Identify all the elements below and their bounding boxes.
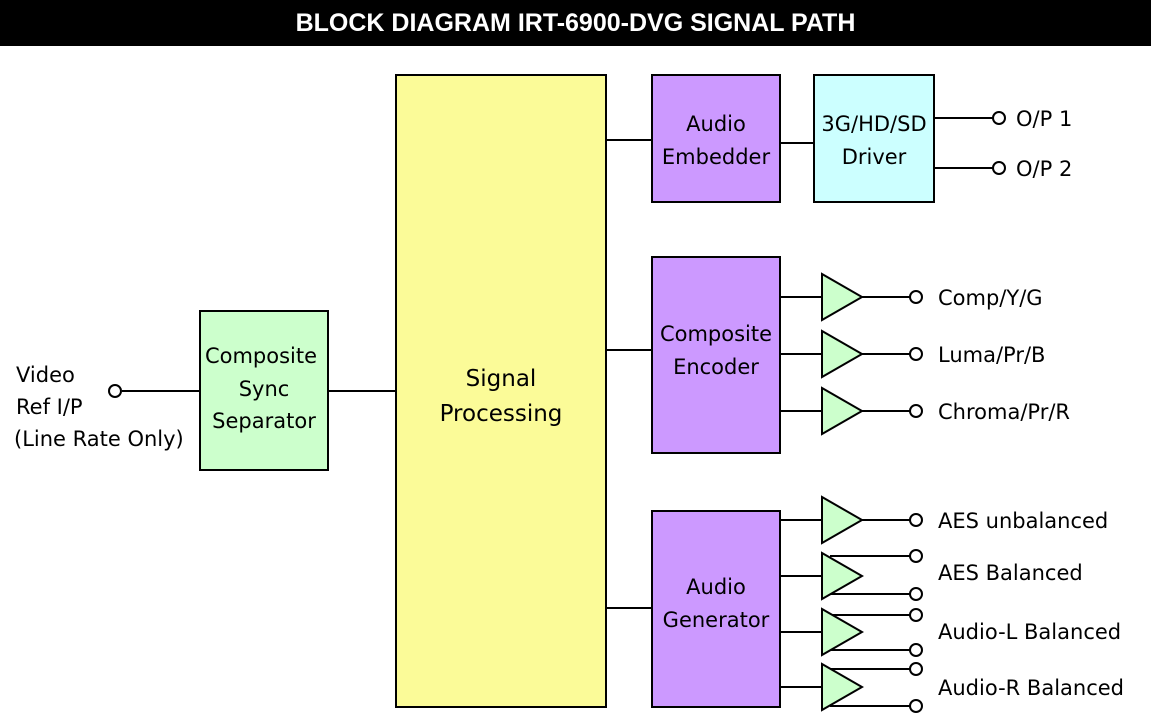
amplifier-icon xyxy=(821,551,865,601)
signal-processing-label-2: Processing xyxy=(440,401,563,427)
audio-generator-block xyxy=(651,510,781,708)
output-label-audio-l: Audio-L Balanced xyxy=(938,620,1121,644)
output-label-chroma: Chroma/Pr/R xyxy=(938,400,1070,424)
output-label-op1: O/P 1 xyxy=(1016,107,1072,131)
amplifier-icon xyxy=(821,607,865,657)
audio-r-terminal-a xyxy=(909,662,923,676)
amplifier-icon xyxy=(821,329,865,379)
luma-terminal xyxy=(909,347,923,361)
output-label-audio-r: Audio-R Balanced xyxy=(938,676,1124,700)
driver-block xyxy=(813,74,935,203)
driver-label-2: Driver xyxy=(842,145,907,169)
comp-terminal xyxy=(909,290,923,304)
output-label-aes-balanced: AES Balanced xyxy=(938,561,1083,585)
driver-label-1: 3G/HD/SD xyxy=(821,112,926,136)
input-label-line1: Video xyxy=(16,363,75,387)
sync-separator-label-3: Separator xyxy=(212,409,316,433)
audio-embedder-label-2: Embedder xyxy=(662,145,771,169)
signal-processing-label-1: Signal xyxy=(466,366,537,392)
composite-encoder-block xyxy=(651,256,781,454)
output-label-luma: Luma/Pr/B xyxy=(938,343,1045,367)
sync-separator-label-2: Sync xyxy=(239,377,290,401)
input-label-line2: Ref I/P xyxy=(16,395,83,419)
audio-generator-label-2: Generator xyxy=(663,608,770,632)
output-label-aes-unbalanced: AES unbalanced xyxy=(938,509,1108,533)
audio-embedder-block xyxy=(651,74,781,203)
ref-input-terminal xyxy=(108,384,122,398)
input-label-line3: (Line Rate Only) xyxy=(14,427,184,451)
title-bar xyxy=(0,0,1151,46)
signal-processing-block xyxy=(395,74,607,708)
amplifier-icon xyxy=(821,386,865,436)
audio-l-terminal-a xyxy=(909,608,923,622)
op2-terminal xyxy=(992,161,1006,175)
op1-terminal xyxy=(992,111,1006,125)
aes-unbalanced-terminal xyxy=(909,513,923,527)
output-label-comp: Comp/Y/G xyxy=(938,286,1043,310)
audio-l-terminal-b xyxy=(909,643,923,657)
aes-balanced-terminal-a xyxy=(909,549,923,563)
aes-balanced-terminal-b xyxy=(909,587,923,601)
output-label-op2: O/P 2 xyxy=(1016,157,1072,181)
amplifier-icon xyxy=(821,272,865,322)
composite-encoder-label-1: Composite xyxy=(660,322,772,346)
sync-separator-label-1: Composite xyxy=(205,344,317,368)
amplifier-icon xyxy=(821,495,865,545)
chroma-terminal xyxy=(909,404,923,418)
audio-r-terminal-b xyxy=(909,699,923,713)
diagram-title: BLOCK DIAGRAM IRT-6900-DVG SIGNAL PATH xyxy=(295,9,856,37)
amplifier-icon xyxy=(821,662,865,712)
sync-separator-block xyxy=(199,310,329,471)
audio-generator-label-1: Audio xyxy=(686,575,746,599)
audio-embedder-label-1: Audio xyxy=(686,112,746,136)
composite-encoder-label-2: Encoder xyxy=(673,355,759,379)
